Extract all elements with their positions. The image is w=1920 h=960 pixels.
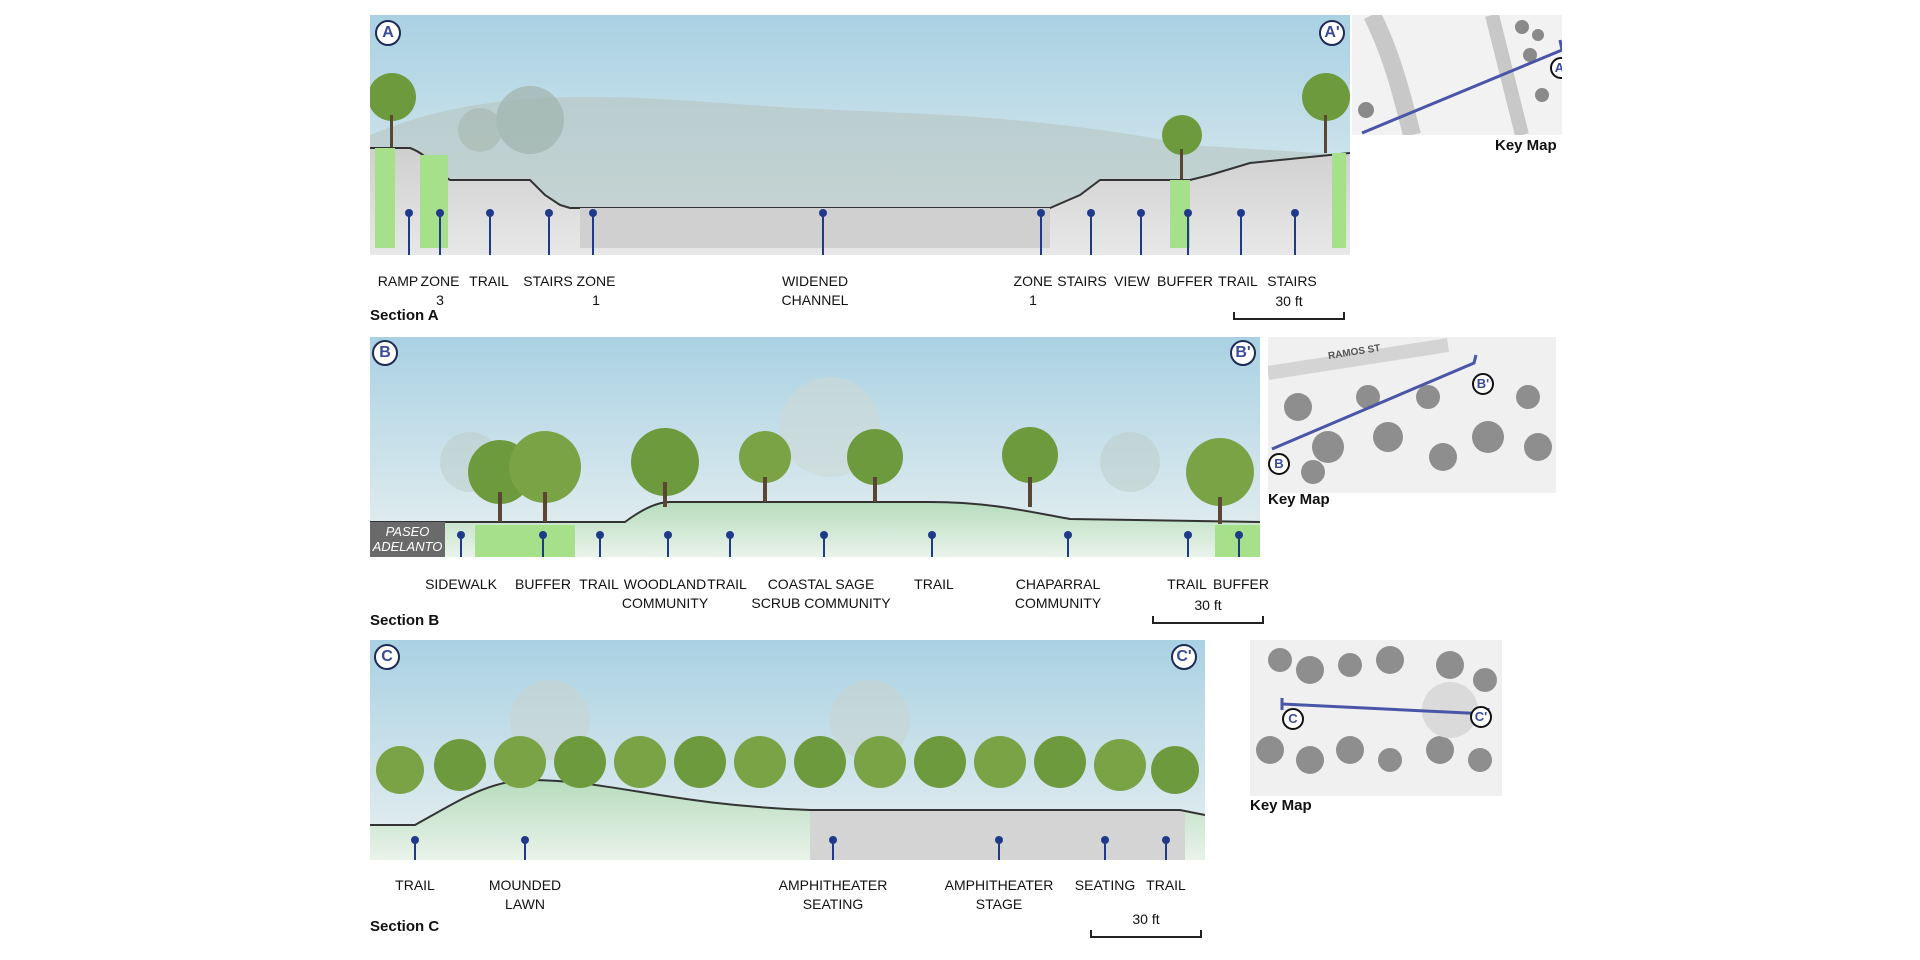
section-b-pin	[539, 531, 547, 557]
section-a-label: STAIRS	[1057, 273, 1107, 289]
section-c-label: SEATING	[1074, 877, 1136, 893]
section-b-label: SIDEWALK	[425, 576, 497, 592]
section-b-label: COASTAL SAGE SCRUB COMMUNITY	[751, 576, 891, 611]
section-a-label: ZONE 3	[420, 273, 460, 308]
section-c-diagram: C C'	[370, 640, 1205, 860]
section-c-pin	[1101, 836, 1109, 860]
section-a-pin	[486, 209, 494, 255]
section-b-label: TRAIL	[707, 576, 747, 592]
section-b-pin	[820, 531, 828, 557]
section-b-label: BUFFER	[1213, 576, 1269, 592]
section-a-pin	[1037, 209, 1045, 255]
section-b-start-marker: B	[372, 340, 398, 366]
section-a-label: VIEW	[1114, 273, 1150, 289]
section-a-label: ZONE 1	[1013, 273, 1053, 308]
section-a-scale-bar: 30 ft	[1233, 292, 1345, 322]
section-c-label: TRAIL	[395, 877, 435, 893]
section-a-label: STAIRS	[523, 273, 573, 289]
section-b-label: TRAIL	[914, 576, 954, 592]
section-b-scale-bar: 30 ft	[1152, 596, 1264, 626]
section-a-start-marker: A	[375, 20, 401, 46]
section-a-scale-line	[1233, 312, 1345, 320]
section-b-pin	[664, 531, 672, 557]
section-a-title: Section A	[370, 307, 439, 324]
section-a-diagram: A A'	[370, 15, 1350, 255]
section-b-drawing	[370, 337, 1260, 557]
section-a-pin	[1184, 209, 1192, 255]
section-b-key-map-end-marker: B'	[1472, 373, 1494, 395]
section-a-label: WIDENED CHANNEL	[781, 273, 849, 308]
section-b-pin	[457, 531, 465, 557]
section-c-key-map-start-marker: C	[1282, 708, 1304, 730]
section-b-key-map: RAMOS ST B B'	[1268, 337, 1556, 493]
section-a-label: ZONE 1	[576, 273, 616, 308]
section-c-label: AMPHITHEATER STAGE	[944, 877, 1054, 912]
section-a-label: BUFFER	[1157, 273, 1213, 289]
section-a-label: STAIRS	[1267, 273, 1317, 289]
section-a-end-marker: A'	[1319, 20, 1345, 46]
section-b-end-marker: B'	[1230, 340, 1256, 366]
section-a-label: RAMP	[377, 273, 419, 289]
section-b-pin	[1184, 531, 1192, 557]
section-b-label: CHAPARRAL COMMUNITY	[1014, 576, 1102, 611]
section-a-pin	[1087, 209, 1095, 255]
section-a-key-map: A A'	[1352, 15, 1562, 135]
section-b-scale-line	[1152, 616, 1264, 624]
section-a-pin	[589, 209, 597, 255]
section-a-scale-text: 30 ft	[1275, 293, 1303, 309]
section-c-drawing	[370, 640, 1205, 860]
section-c-label: TRAIL	[1146, 877, 1186, 893]
section-b-diagram: PASEO ADELANTO B B'	[370, 337, 1260, 557]
section-c-pin	[521, 836, 529, 860]
section-c-key-map-end-marker: C'	[1470, 706, 1492, 728]
section-a-key-map-drawing	[1352, 15, 1562, 135]
section-b-pin	[1064, 531, 1072, 557]
section-b-label: WOODLAND COMMUNITY	[621, 576, 709, 611]
section-c-label: MOUNDED LAWN	[488, 877, 562, 912]
section-b-key-map-title: Key Map	[1268, 491, 1330, 508]
section-c-title: Section C	[370, 918, 440, 935]
section-b-pin	[928, 531, 936, 557]
section-a-pin	[436, 209, 444, 255]
section-b-pin	[1235, 531, 1243, 557]
section-b-label: TRAIL	[579, 576, 619, 592]
section-a-label: TRAIL	[1218, 273, 1258, 289]
section-a-drawing	[370, 15, 1350, 255]
section-b-scale-text: 30 ft	[1194, 597, 1222, 613]
section-c-label: AMPHITHEATER SEATING	[778, 877, 888, 912]
section-c-pin	[829, 836, 837, 860]
section-a-pin	[405, 209, 413, 255]
section-c-key-map-title: Key Map	[1250, 797, 1312, 814]
section-b-pin	[596, 531, 604, 557]
section-c-pin	[995, 836, 1003, 860]
section-a-pin	[1291, 209, 1299, 255]
section-c-scale-text: 30 ft	[1132, 911, 1160, 927]
section-a-pin	[1237, 209, 1245, 255]
section-b-pin	[726, 531, 734, 557]
section-b-label: TRAIL	[1167, 576, 1207, 592]
section-a-key-map-end-marker: A'	[1550, 57, 1562, 79]
section-a-pin	[819, 209, 827, 255]
section-b-label: BUFFER	[515, 576, 571, 592]
section-a-label: TRAIL	[469, 273, 509, 289]
section-a-key-map-title: Key Map	[1495, 137, 1557, 154]
section-c-scale-bar: 30 ft	[1090, 910, 1202, 940]
section-a-pin	[1137, 209, 1145, 255]
section-c-scale-line	[1090, 930, 1202, 938]
section-c-pin	[411, 836, 419, 860]
section-c-start-marker: C	[374, 644, 400, 670]
section-b-key-map-start-marker: B	[1268, 453, 1290, 475]
section-b-title: Section B	[370, 612, 440, 629]
section-c-key-map: C C'	[1250, 640, 1502, 796]
section-a-pin	[545, 209, 553, 255]
section-b-key-map-drawing	[1268, 337, 1556, 493]
section-b-road-label: PASEO ADELANTO	[372, 524, 443, 554]
section-c-pin	[1162, 836, 1170, 860]
section-c-end-marker: C'	[1171, 644, 1197, 670]
